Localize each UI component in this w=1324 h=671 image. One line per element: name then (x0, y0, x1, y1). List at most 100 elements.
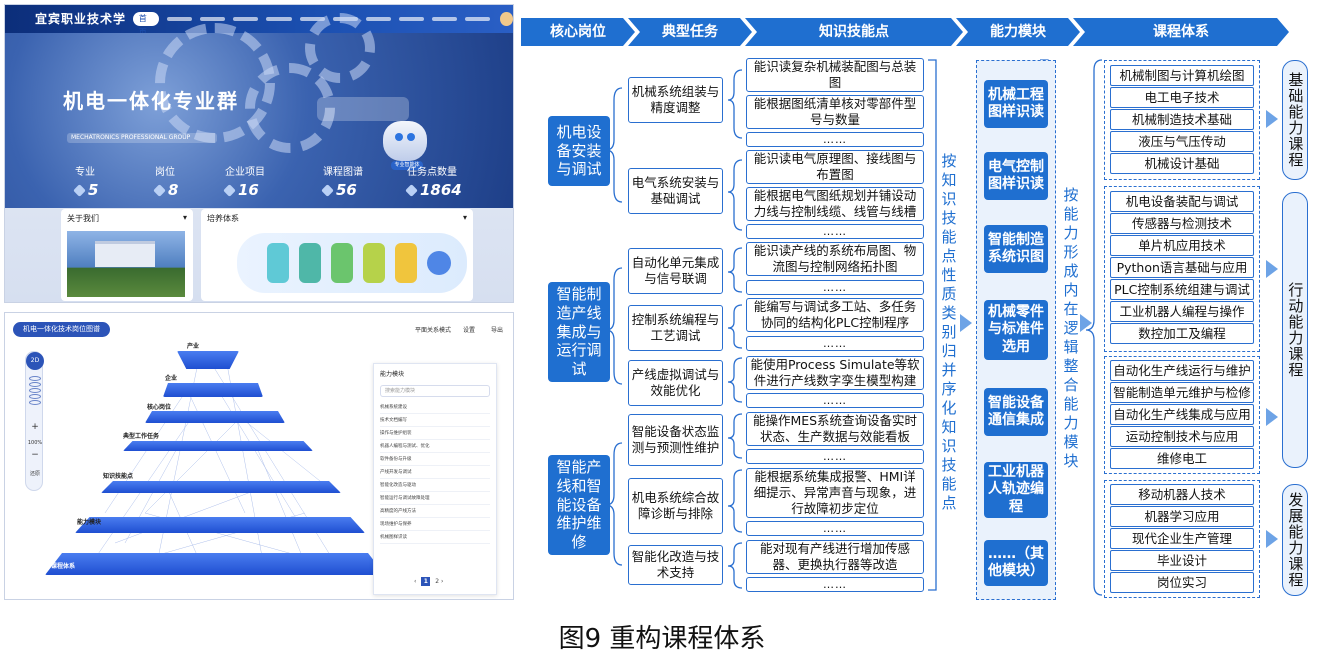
graph-title-button[interactable]: 机电一体化技术岗位图谱 (13, 322, 110, 337)
arrow-to-modules (960, 314, 972, 332)
category-foundation: 基础能力课程 (1282, 60, 1308, 180)
layer-core-post[interactable] (145, 411, 285, 423)
panel-list-item[interactable]: 现场维护与保养 (380, 518, 490, 531)
panel-list-item[interactable]: 软件备份与升级 (380, 453, 490, 466)
zoom-out-icon[interactable]: − (31, 450, 39, 460)
zoom-reset[interactable]: 还原 (29, 471, 40, 477)
panel-title: 能力模块 (380, 371, 405, 378)
course-group-action-2 (1104, 356, 1260, 474)
layer-label: 产业 (187, 343, 200, 350)
tool-export[interactable]: 导出 (491, 327, 504, 334)
course-group-foundation (1104, 60, 1260, 180)
nav-item[interactable] (167, 17, 193, 21)
tool-plane-mode[interactable]: 平面关系模式 (415, 327, 452, 334)
skill-more: …… (746, 393, 924, 408)
nav-item[interactable] (465, 17, 491, 21)
layer-curriculum[interactable] (45, 553, 385, 575)
page-current: 1 (421, 577, 431, 586)
post-equipment-install: 机电设备安装与调试 (548, 116, 610, 186)
module-item: 电气控制图样识读 (984, 152, 1048, 200)
skill-item: 能对现有产线进行增加传感器、更换执行器等改造 (746, 540, 924, 574)
layer-skill-point[interactable] (101, 481, 341, 493)
assistant-badge[interactable]: 专业智能体 (391, 161, 423, 170)
post-graph-screenshot: 机电一体化技术岗位图谱 平面关系模式 设置 导出 2D + 100% − 还原 … (4, 312, 514, 600)
skill-item: 能识读电气原理图、接线图与布置图 (746, 150, 924, 184)
nav-item[interactable] (432, 17, 458, 21)
module-item: 智能设备通信集成 (984, 388, 1048, 436)
nav-item[interactable] (365, 17, 391, 21)
course-item: 液压与气压传动 (1110, 131, 1254, 152)
about-card[interactable]: 关于我们▾ (61, 209, 193, 301)
arrow-to-foundation (1266, 110, 1278, 128)
skill-item: 能根据电气图纸规划并铺设动力线与控制线缆、线管与线槽 (746, 187, 924, 221)
platform-home-screenshot: 宜宾职业技术学院 首页 专业智能体 机电一体化专业群 MECHATRONICS … (4, 4, 514, 303)
panel-list-item[interactable]: 产线开发与调试 (380, 466, 490, 479)
tool-settings[interactable]: 设置 (463, 327, 476, 334)
course-item: 传感器与检测技术 (1110, 213, 1254, 234)
panel-list-item[interactable]: 高精度的产线方法 (380, 505, 490, 518)
course-item: 毕业设计 (1110, 550, 1254, 571)
hero-banner: 专业智能体 (5, 13, 513, 208)
panel-list-item[interactable]: 智能化改造与驱动 (380, 479, 490, 492)
pill-icon (405, 184, 418, 197)
hero-title: 机电一体化专业群 (63, 89, 239, 113)
panel-list-item[interactable]: 操作与维护组装 (380, 427, 490, 440)
robot-assistant-icon[interactable] (383, 121, 427, 161)
layer-ability-module[interactable] (75, 517, 365, 533)
skill-item: 能根据系统集成报警、HMI详细提示、异常声音与现象，进行故障初步定位 (746, 468, 924, 518)
category-development: 发展能力课程 (1282, 484, 1308, 596)
nav-item[interactable] (299, 17, 325, 21)
panel-list-item[interactable]: 机器人编程与测试、优化 (380, 440, 490, 453)
task-condition-monitoring: 智能设备状态监测与预测性维护 (628, 414, 723, 466)
nav-item[interactable] (233, 17, 259, 21)
course-item: 智能制造单元维护与检修 (1110, 382, 1254, 403)
view-2d-toggle[interactable]: 2D (26, 352, 44, 370)
nav-item[interactable] (398, 17, 425, 21)
dropdown-icon: ▾ (462, 213, 467, 222)
panel-list-item[interactable]: 机械系统建设 (380, 401, 490, 414)
layer-typical-task[interactable] (123, 441, 313, 451)
task-control-programming: 控制系统编程与工艺调试 (628, 305, 723, 351)
middle-vertical-note: 按知识技能点性质类别归并序化知识技能点 (941, 152, 957, 512)
stat-course-graph: 课程图谱 56 (321, 167, 363, 199)
nav-item[interactable] (200, 17, 226, 21)
layer-industry[interactable] (177, 351, 239, 369)
skill-more: …… (746, 280, 924, 295)
course-item: Python语言基础与应用 (1110, 257, 1254, 278)
training-card[interactable]: 培养体系▾ (201, 209, 473, 301)
stat-majors: 专业 5 (73, 167, 99, 199)
skill-item: 能根据图纸清单核对零部件型号与数量 (746, 95, 924, 129)
module-item: 工业机器人轨迹编程 (984, 462, 1048, 518)
layer-label: 企业 (165, 375, 178, 382)
pill-icon (223, 184, 236, 197)
layer-label: 课程体系 (51, 563, 76, 570)
hero-subtitle: MECHATRONICS PROFESSIONAL GROUP (67, 133, 217, 143)
skill-item: 能编写与调试多工站、多任务协同的结构化PLC控制程序 (746, 298, 924, 332)
panel-search-input[interactable]: 搜索能力模块 (380, 385, 490, 397)
course-item: 维修电工 (1110, 448, 1254, 469)
course-item: 机器学习应用 (1110, 506, 1254, 527)
user-avatar[interactable] (500, 12, 513, 26)
nav-item[interactable] (266, 17, 292, 21)
skill-more: …… (746, 449, 924, 464)
course-item: 岗位实习 (1110, 572, 1254, 593)
header-curriculum: 课程体系 (1073, 18, 1289, 46)
layer-enterprise[interactable] (163, 383, 263, 397)
pill-icon (73, 184, 86, 197)
panel-list-item[interactable]: 技术文档编写 (380, 414, 490, 427)
course-group-development (1104, 480, 1260, 598)
campus-photo (67, 231, 185, 297)
skill-item: 能识读复杂机械装配图与总装图 (746, 58, 924, 92)
arrow-to-action-2 (1266, 408, 1278, 426)
module-item: 智能制造系统识图 (984, 225, 1048, 273)
pagination[interactable]: ‹ 1 2 › (414, 577, 444, 586)
panel-list-item[interactable]: 机械图样识读 (380, 531, 490, 544)
panel-list-item[interactable]: 智能运行与调试故障处理 (380, 492, 490, 505)
module-item: 机械工程图样识读 (984, 80, 1048, 128)
category-action: 行动能力课程 (1282, 192, 1308, 468)
course-item: PLC控制系统组建与调试 (1110, 279, 1254, 300)
nav-home-button[interactable]: 首页 (132, 12, 160, 37)
course-item: 单片机应用技术 (1110, 235, 1254, 256)
zoom-control[interactable]: 2D + 100% − 还原 (25, 351, 44, 491)
zoom-in-icon[interactable]: + (31, 422, 39, 432)
